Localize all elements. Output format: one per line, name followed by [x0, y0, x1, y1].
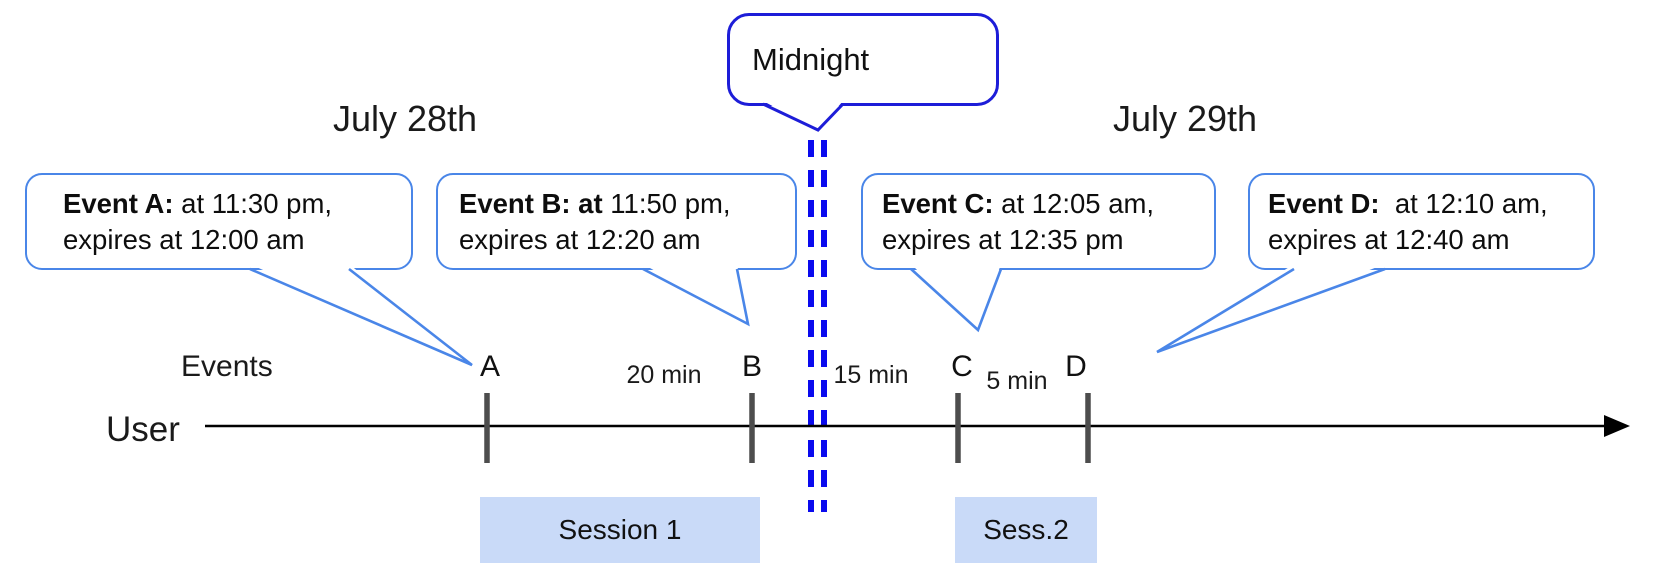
event-ticks: [484, 393, 1091, 463]
callout-event-b-rest: 11:50 pm,: [602, 188, 731, 219]
callout-event-a-text: Event A: at 11:30 pm, expires at 12:00 am: [27, 186, 405, 258]
callout-event-b-text: Event B: at 11:50 pm, expires at 12:20 am: [438, 186, 789, 258]
events-axis-label: Events: [181, 350, 273, 383]
interval-label-20min: 20 min: [626, 361, 702, 389]
callout-event-b-bold: Event B: at: [459, 188, 603, 219]
midnight-label: Midnight: [752, 42, 870, 77]
callout-event-c-text: Event C: at 12:05 am, expires at 12:35 pm: [863, 186, 1208, 258]
session-1-box: Session 1: [480, 497, 760, 563]
tick-label-c: C: [951, 350, 973, 383]
callout-event-d-bold: Event D:: [1268, 188, 1380, 219]
midnight-dashed-line: [808, 140, 827, 512]
callout-event-d-text: Event D: at 12:10 am, expires at 12:40 am: [1250, 186, 1587, 258]
callout-event-c-line2: expires at 12:35 pm: [882, 224, 1124, 255]
callout-event-a: Event A: at 11:30 pm, expires at 12:00 am: [25, 173, 413, 270]
date-label-july-28: July 28th: [332, 98, 478, 139]
callout-event-c-rest: at 12:05 am,: [993, 188, 1155, 219]
tick-label-d: D: [1065, 350, 1087, 383]
timeline-arrow: [205, 415, 1630, 437]
callout-event-c: Event C: at 12:05 am, expires at 12:35 pm: [861, 173, 1216, 270]
callout-event-d-rest: at 12:10 am,: [1379, 188, 1548, 219]
callout-event-a-bold: Event A:: [63, 188, 174, 219]
callout-event-b: Event B: at 11:50 pm, expires at 12:20 am: [436, 173, 797, 270]
callout-event-a-rest: at 11:30 pm,: [173, 188, 333, 219]
session-2-box: Sess.2: [955, 497, 1097, 563]
interval-label-15min: 15 min: [833, 361, 909, 389]
midnight-callout: Midnight: [727, 13, 999, 106]
interval-label-5min: 5 min: [986, 367, 1048, 395]
user-axis-label: User: [106, 410, 180, 449]
callout-event-c-bold: Event C:: [882, 188, 994, 219]
tick-label-b: B: [741, 350, 762, 383]
callout-event-b-line2: expires at 12:20 am: [459, 224, 701, 255]
callout-tails: [249, 264, 1386, 367]
callout-event-d-line2: expires at 12:40 am: [1268, 224, 1510, 255]
callout-event-d: Event D: at 12:10 am, expires at 12:40 am: [1248, 173, 1595, 270]
callout-event-a-line2: expires at 12:00 am: [63, 224, 305, 255]
tick-label-a: A: [479, 350, 500, 383]
date-label-july-29: July 29th: [1112, 98, 1258, 139]
